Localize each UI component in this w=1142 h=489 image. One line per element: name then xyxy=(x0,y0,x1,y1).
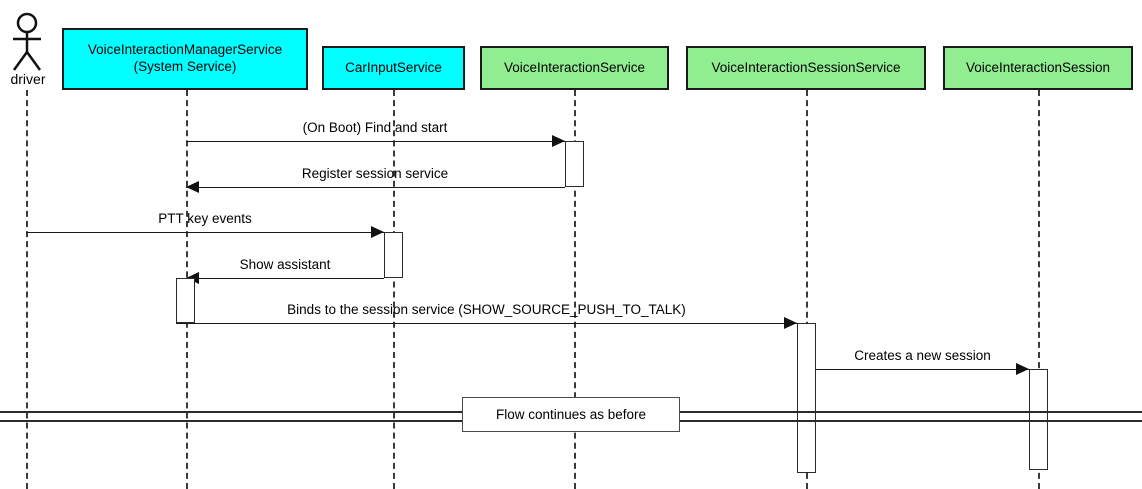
message-label-binds-to-session-service: Binds to the session service (SHOW_SOURC… xyxy=(287,302,686,317)
lifeline-car-input xyxy=(393,90,395,489)
message-label-show-assistant: Show assistant xyxy=(239,257,331,272)
lifeline-driver xyxy=(26,90,28,489)
message-line-register-session-service xyxy=(186,187,565,188)
participant-label-vis: VoiceInteractionService xyxy=(503,59,646,75)
activation-bar-vims xyxy=(176,278,195,323)
participant-box-viss[interactable]: VoiceInteractionSessionService xyxy=(686,46,926,90)
message-arrowhead-binds-to-session-service xyxy=(784,317,797,329)
message-line-ptt-key-events xyxy=(26,232,384,233)
message-label-ptt-key-events: PTT key events xyxy=(158,211,252,226)
participant-box-vis[interactable]: VoiceInteractionService xyxy=(480,46,669,90)
message-label-register-session-service: Register session service xyxy=(301,166,449,181)
participant-box-vims[interactable]: VoiceInteractionManagerService (System S… xyxy=(62,28,308,90)
activation-bar-vis xyxy=(565,141,584,187)
message-line-show-assistant xyxy=(186,278,384,279)
message-arrowhead-creates-a-new-session xyxy=(1016,363,1029,375)
participant-box-car-input[interactable]: CarInputService xyxy=(322,46,465,90)
message-arrowhead-ptt-key-events xyxy=(371,226,384,238)
message-line-on-boot-find-and-start xyxy=(186,141,565,142)
participant-label-vims-line2: (System Service) xyxy=(133,59,237,74)
lifeline-vis xyxy=(574,90,576,489)
participant-label-vims-line1: VoiceInteractionManagerService xyxy=(87,42,283,58)
message-label-creates-a-new-session: Creates a new session xyxy=(854,348,991,363)
message-line-creates-a-new-session xyxy=(816,369,1029,370)
driver-actor-label: driver xyxy=(10,71,46,87)
driver-actor-icon xyxy=(12,12,42,71)
participant-label-vi-session: VoiceInteractionSession xyxy=(965,59,1111,75)
lifeline-vi-session xyxy=(1038,90,1040,489)
participant-box-vi-session[interactable]: VoiceInteractionSession xyxy=(943,46,1133,90)
participant-label-viss: VoiceInteractionSessionService xyxy=(711,59,901,75)
participant-label-car-input: CarInputService xyxy=(345,59,442,75)
message-arrowhead-register-session-service xyxy=(186,181,199,193)
activation-bar-car-input xyxy=(384,232,403,278)
flow-divider-label: Flow continues as before xyxy=(495,407,647,422)
message-line-binds-to-session-service xyxy=(176,323,797,324)
activation-bar-vi-session xyxy=(1029,369,1048,470)
lifeline-viss xyxy=(806,90,808,489)
flow-divider-box: Flow continues as before xyxy=(462,397,680,432)
message-label-on-boot-find-and-start: (On Boot) Find and start xyxy=(302,120,448,135)
message-arrowhead-on-boot-find-and-start xyxy=(552,135,565,147)
activation-bar-viss xyxy=(797,323,816,473)
